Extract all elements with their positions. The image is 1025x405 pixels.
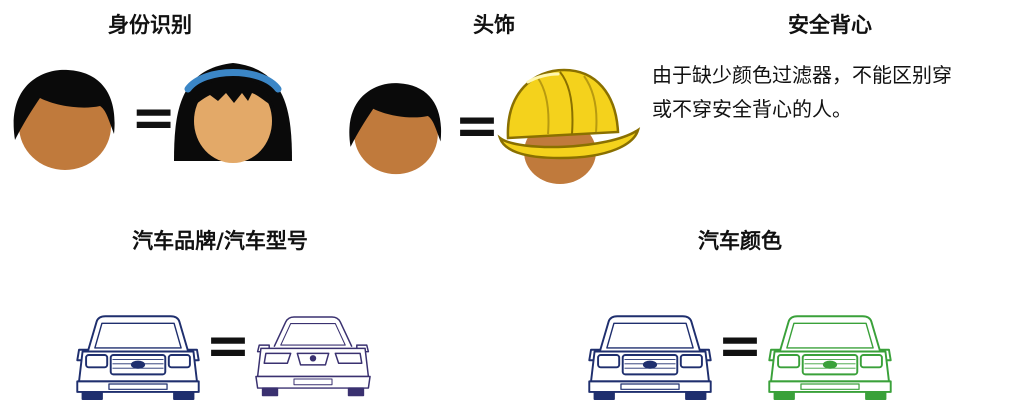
hard-hat-face-icon [497,68,641,184]
equals-sign-1: = [131,86,177,149]
equals-sign-4: = [717,314,763,377]
car-color-heading: 汽车颜色 [698,229,782,253]
safety-vest-note-line-2: 或不穿安全背心的人。 [652,97,852,121]
headwear-heading: 头饰 [473,13,515,37]
safety-vest-heading: 安全背心 [788,13,872,37]
car-make-model-heading: 汽车品牌/汽车型号 [132,229,308,253]
sedan-front-icon [251,305,375,405]
identity-heading: 身份识别 [108,13,192,37]
boy-face-icon-2 [349,83,442,175]
boy-face-icon [13,69,115,170]
suv-front-icon-navy [584,305,716,405]
equals-sign-2: = [454,94,500,157]
suv-front-icon-green [764,305,896,405]
equals-sign-3: = [205,314,251,377]
girl-face-icon [174,63,292,163]
safety-vest-note: 由于缺少颜色过滤器，不能区别穿 或不穿安全背心的人。 [652,58,1018,126]
safety-vest-note-line-1: 由于缺少颜色过滤器，不能区别穿 [652,63,952,87]
suv-front-icon [72,305,204,405]
